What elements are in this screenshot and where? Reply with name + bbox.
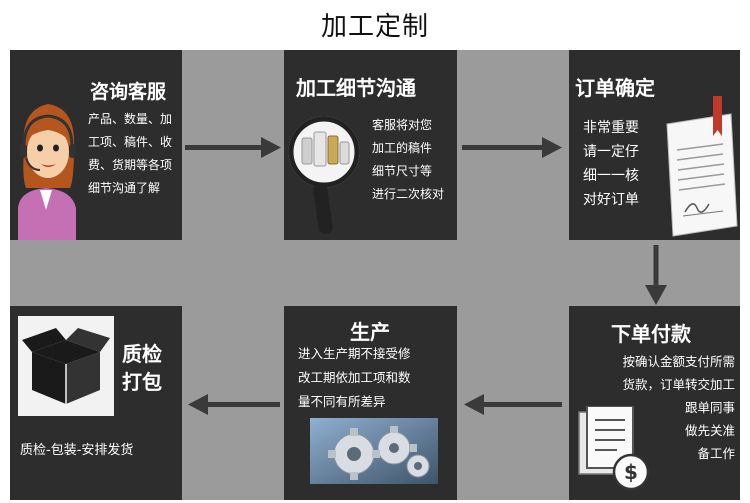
- step-consult-card: 咨询客服 产品、数量、加 工项、稿件、收 费、货期等各项 细节沟通了解: [10, 50, 182, 240]
- step-order-text: 非常重要 请一定仔 细一一核 对好订单: [583, 120, 639, 208]
- step-payment-title: 下单付款: [611, 322, 691, 346]
- arrow-left-icon: [464, 392, 562, 420]
- step-qc-text: 质检-包装-安排发货: [20, 443, 134, 458]
- step-qc-card: 质检 打包 质检-包装-安排发货: [10, 306, 182, 500]
- step-production-card: 生产 进入生产期不接受修 改工期依加工项和数 量不同有所差异: [284, 306, 457, 500]
- box-icon: [18, 316, 114, 420]
- arrow-left-icon: [188, 392, 280, 420]
- step-payment-text: 按确认金额支付所需 货款，订单转交加工 跟单同事 做先关准 备工作: [622, 354, 735, 461]
- invoice-dollar-icon: $: [575, 405, 655, 502]
- step-production-text: 进入生产期不接受修 改工期依加工项和数 量不同有所差异: [298, 346, 411, 409]
- step-process-text: 客服将对您 加工的稿件 细节尺寸等 进行二次核对: [372, 118, 445, 201]
- step-process-title: 加工细节沟通: [296, 76, 416, 100]
- step-qc-title: 质检 打包: [122, 342, 162, 394]
- gears-icon: [310, 418, 438, 488]
- svg-text:$: $: [624, 460, 638, 484]
- step-process-card: 加工细节沟通 客服将对您 加工的稿件 细节尺寸等 进行二次核对: [284, 50, 457, 240]
- step-consult-text: 产品、数量、加 工项、稿件、收 费、货期等各项 细节沟通了解: [88, 112, 173, 195]
- page-title: 加工定制: [320, 12, 429, 42]
- contract-document-icon: [661, 96, 739, 242]
- arrow-right-icon: [185, 135, 281, 163]
- magnifier-icon: [286, 112, 372, 244]
- step-consult-title: 咨询客服: [90, 81, 167, 103]
- arrow-right-icon: [462, 135, 562, 163]
- customer-service-agent-icon: [10, 90, 82, 244]
- step-payment-card: 下单付款 按确认金额支付所需 货款，订单转交加工 跟单同事 做先关准 备工作 $: [569, 306, 740, 500]
- step-order-title: 订单确定: [575, 76, 655, 100]
- step-order-card: 订单确定 非常重要 请一定仔 细一一核 对好订单: [569, 50, 740, 240]
- step-production-title: 生产: [350, 320, 390, 344]
- arrow-down-icon: [644, 245, 668, 309]
